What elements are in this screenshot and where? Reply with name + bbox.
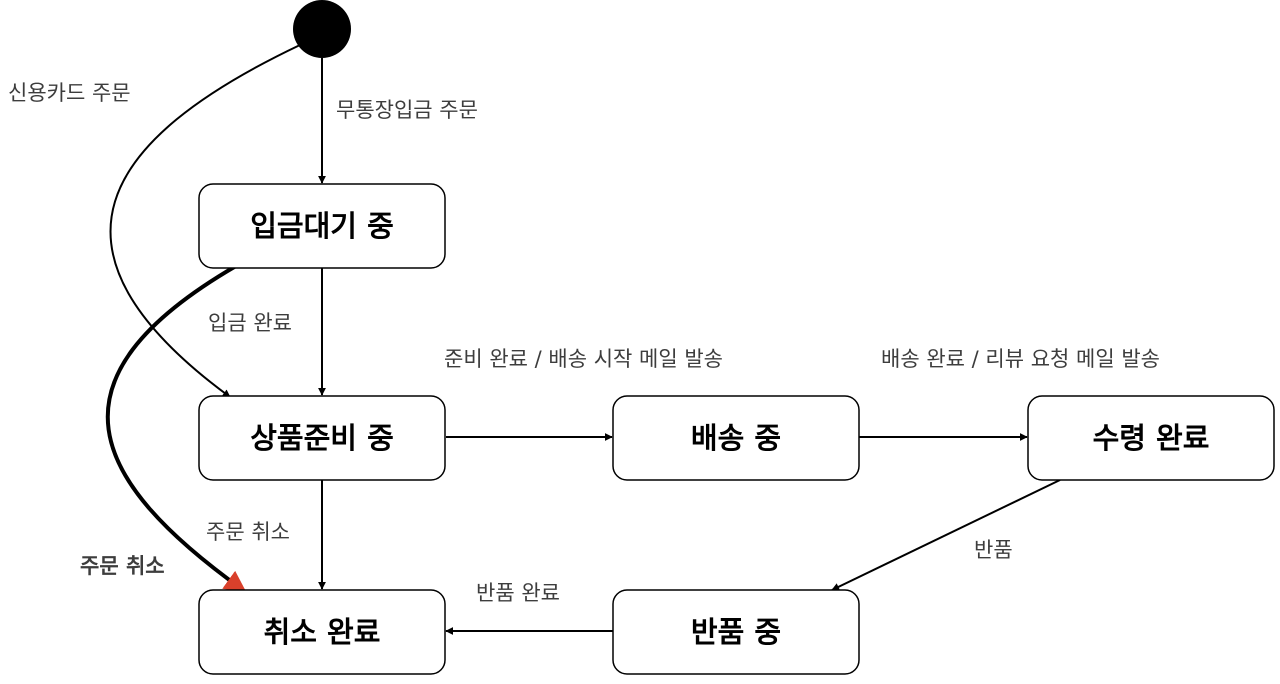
label-delivery-complete: 배송 완료 / 리뷰 요청 메일 발송 <box>881 347 1160 371</box>
state-shipping: 배송 중 <box>612 395 860 481</box>
label-cancel-from-preparing: 주문 취소 <box>206 520 290 544</box>
state-received-label: 수령 완료 <box>1093 421 1210 455</box>
state-awaiting-deposit: 입금대기 중 <box>198 183 446 269</box>
label-return-complete: 반품 완료 <box>476 581 560 605</box>
state-preparing-label: 상품준비 중 <box>250 421 394 455</box>
label-cancel-from-awaiting: 주문 취소 <box>80 554 165 578</box>
state-awaiting-deposit-label: 입금대기 중 <box>250 209 394 243</box>
label-bank-transfer-order: 무통장입금 주문 <box>336 98 478 122</box>
initial-state-node <box>293 0 351 58</box>
state-preparing: 상품준비 중 <box>198 395 446 481</box>
label-return-request: 반품 <box>974 538 1013 562</box>
state-returning-label: 반품 중 <box>691 615 781 649</box>
label-deposit-complete: 입금 완료 <box>208 311 292 335</box>
edge-initial-to-preparing <box>109 44 301 398</box>
edge-awaiting-to-cancelled-highlight <box>105 264 247 593</box>
state-shipping-label: 배송 중 <box>691 421 781 455</box>
state-cancelled-label: 취소 완료 <box>264 615 381 649</box>
state-returning: 반품 중 <box>612 589 860 675</box>
state-received: 수령 완료 <box>1027 395 1275 481</box>
edge-received-to-returning <box>831 479 1061 591</box>
label-prep-complete: 준비 완료 / 배송 시작 메일 발송 <box>444 347 723 371</box>
state-cancelled: 취소 완료 <box>198 589 446 675</box>
label-credit-card-order: 신용카드 주문 <box>8 81 131 105</box>
